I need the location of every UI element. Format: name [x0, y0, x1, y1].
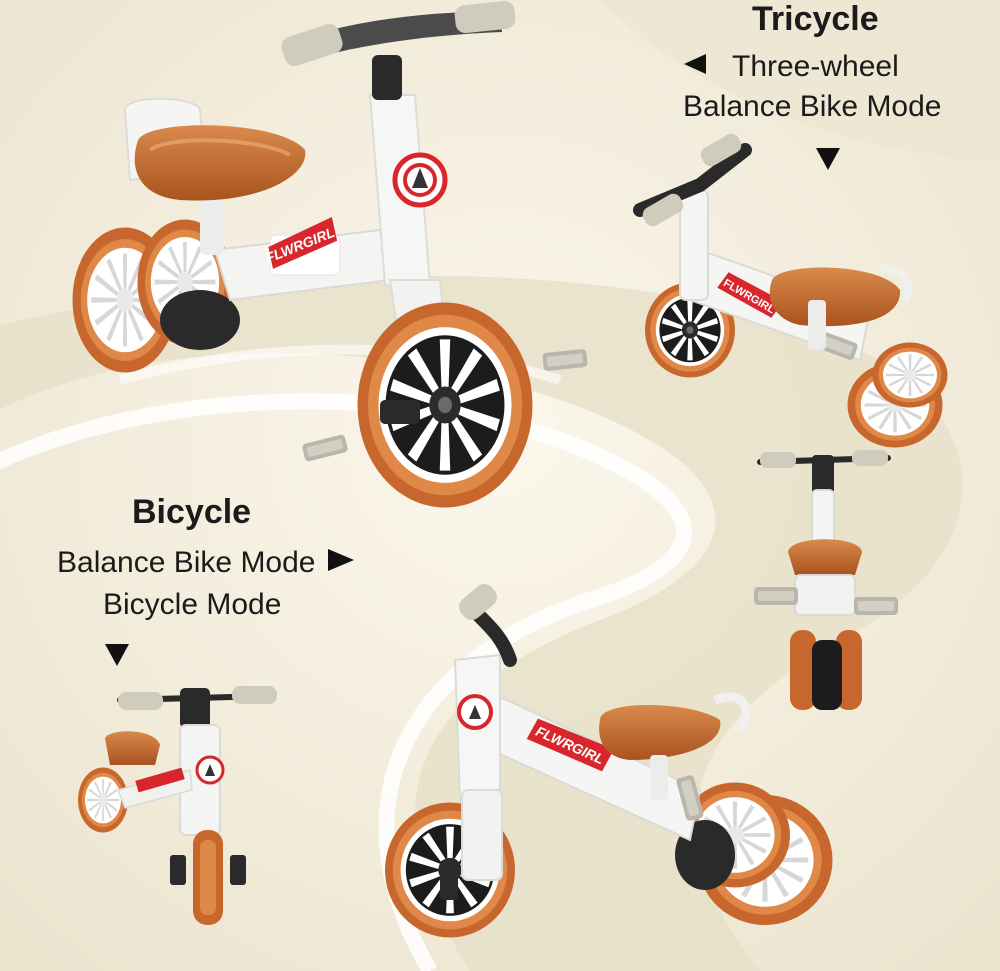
- triangle-left-icon: [684, 54, 706, 74]
- three-wheel-tricycle-illustration: FLWRGIRL: [633, 133, 948, 448]
- front-view-illustration: [78, 686, 277, 925]
- bicycle-line-2: Bicycle Mode: [103, 588, 282, 621]
- triangle-right-icon: [327, 549, 354, 571]
- tricycle-line-1: Three-wheel: [684, 50, 899, 84]
- tricycle-title: Tricycle: [752, 0, 879, 38]
- bicycle-mode-balance: Balance Bike Mode: [57, 546, 316, 579]
- triangle-down-icon: [816, 148, 840, 175]
- triangle-down-icon: [105, 644, 129, 671]
- bicycle-mode-illustration: FLWRGIRL: [385, 584, 833, 938]
- rear-view-illustration: [754, 450, 898, 710]
- tricycle-line-2: Balance Bike Mode: [683, 90, 942, 123]
- bicycle-line-1: Balance Bike Mode: [57, 546, 354, 580]
- tricycle-mode-three-wheel: Three-wheel: [732, 50, 899, 83]
- bicycle-title: Bicycle: [132, 493, 252, 531]
